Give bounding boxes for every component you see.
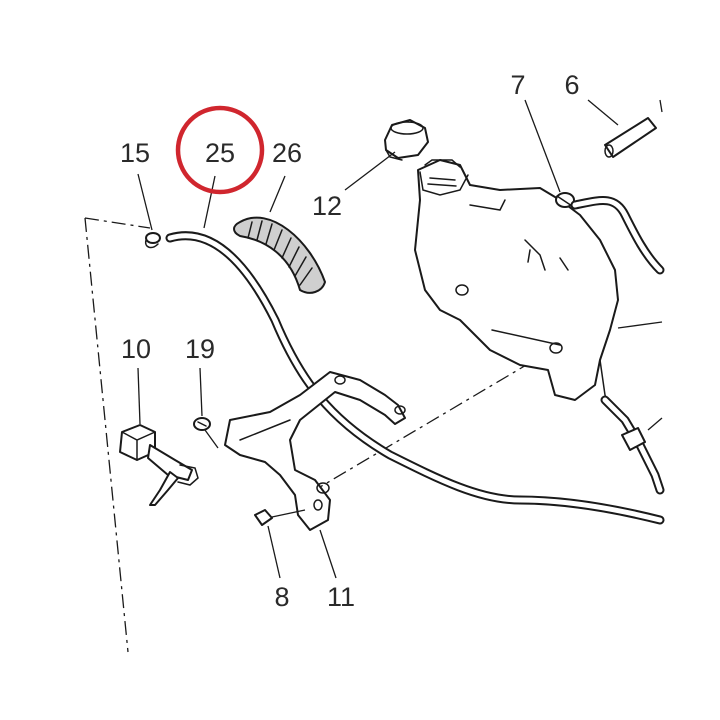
highlight-circle (175, 105, 265, 195)
clamp-15 (144, 232, 161, 249)
leader-19 (199, 367, 203, 417)
tank-drain-pipe (600, 395, 665, 495)
top-right-tick (659, 99, 663, 113)
leader-25 (203, 175, 216, 229)
clamp-7 (555, 192, 575, 208)
callout-8: 8 (274, 582, 289, 612)
screw-19 (193, 417, 219, 449)
reference-line-left (84, 217, 129, 653)
callout-12: 12 (312, 191, 342, 221)
leader-10 (137, 367, 141, 425)
hose-25 (165, 231, 665, 525)
reference-line-tank (314, 347, 556, 491)
cap-12 (384, 119, 429, 161)
callout-10: 10 (121, 334, 151, 364)
bracket-11 (224, 371, 406, 531)
leader-7 (524, 99, 561, 193)
tank (414, 159, 619, 411)
callout-26: 26 (272, 138, 302, 168)
tube-6 (604, 117, 657, 158)
callout-7: 7 (510, 70, 525, 100)
reference-line-top (84, 217, 151, 229)
leader-6 (587, 99, 619, 126)
callout-11: 11 (327, 582, 355, 612)
leader-11 (319, 529, 337, 579)
leader-12 (344, 151, 396, 191)
sleeve-26 (233, 216, 326, 294)
callout-19: 19 (185, 334, 215, 364)
leader-8 (267, 525, 281, 579)
screw-8 (254, 509, 306, 526)
callout-15: 15 (120, 138, 150, 168)
drain-side-leader (647, 417, 663, 431)
callout-25: 25 (205, 138, 235, 168)
tank-outlet-hose (570, 196, 665, 275)
callout-6: 6 (564, 70, 579, 100)
tank-side-leader (617, 321, 663, 329)
fitting-10 (119, 424, 199, 506)
leader-15 (137, 173, 153, 231)
leader-26 (269, 175, 286, 213)
